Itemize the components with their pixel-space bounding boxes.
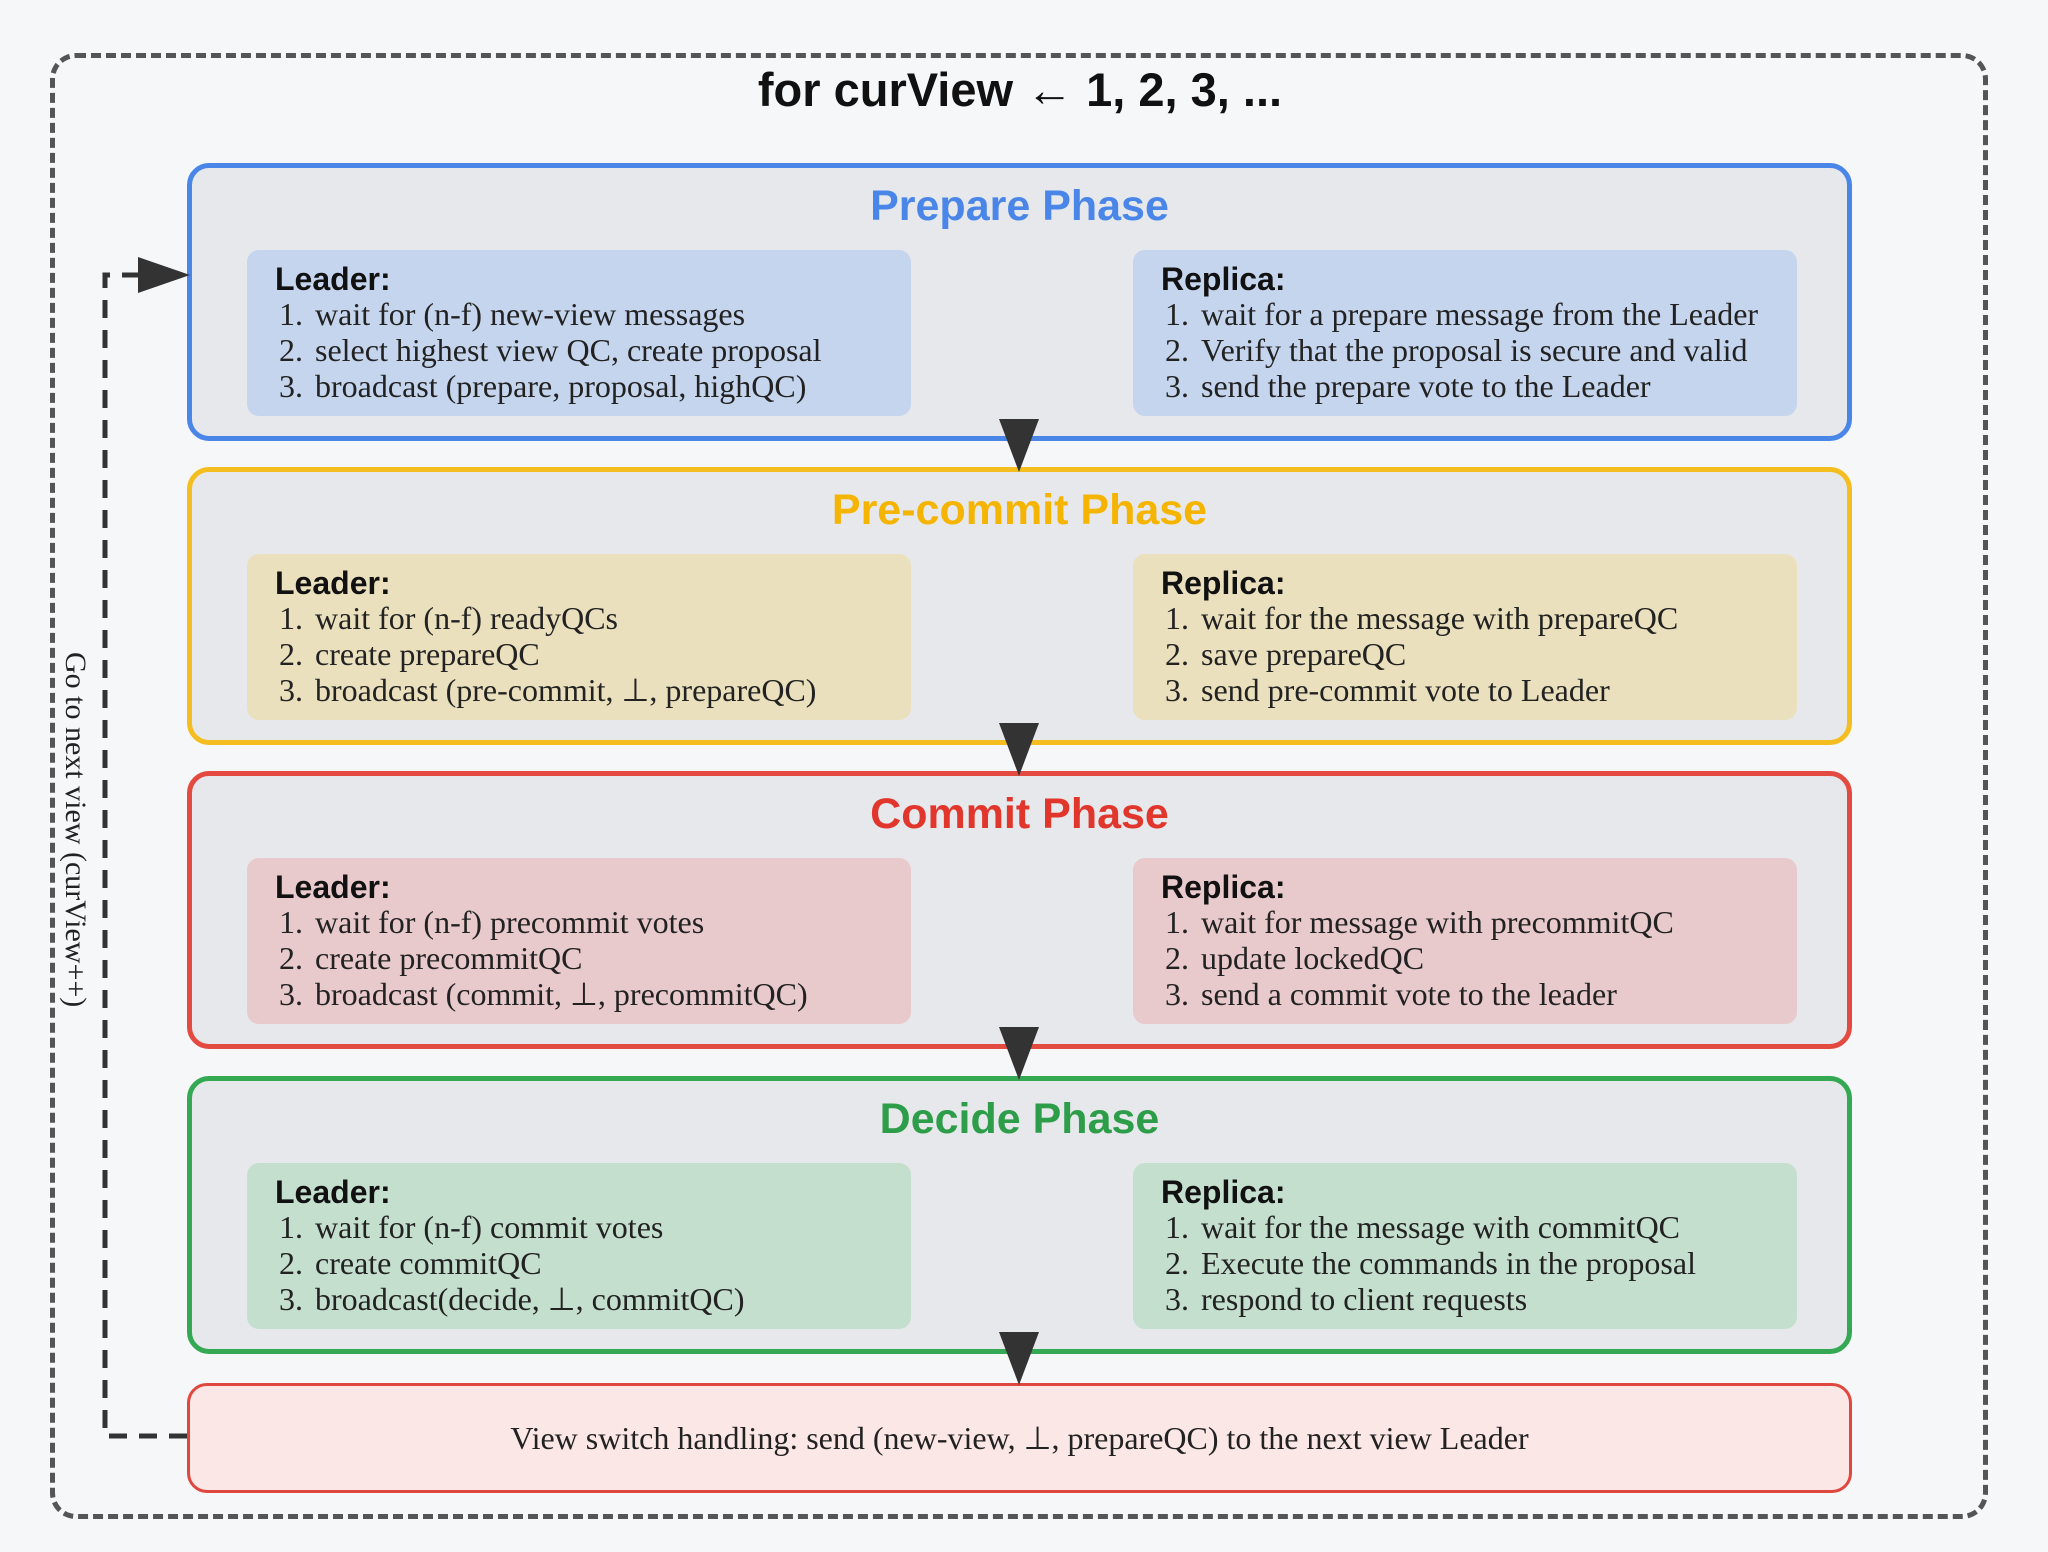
prepare-phase: Prepare Phase Leader: 1.wait for (n-f) n… [187, 163, 1852, 441]
arrow-decide-to-view-switch [999, 1332, 1039, 1385]
step: 3.broadcast(decide, ⊥, commitQC) [279, 1281, 745, 1317]
step: 1.wait for (n-f) precommit votes [279, 904, 705, 940]
commit-phase: Commit Phase Leader: 1.wait for (n-f) pr… [187, 771, 1852, 1049]
replica-title: Replica: [1161, 1174, 1286, 1210]
replica-box: Replica: 1.wait for the message with com… [1133, 1163, 1797, 1329]
leader-title: Leader: [275, 1174, 391, 1210]
step: 3.broadcast (commit, ⊥, precommitQC) [279, 976, 808, 1012]
step: 3.respond to client requests [1165, 1281, 1528, 1317]
phase-title: Prepare Phase [870, 182, 1169, 230]
pre-commit-phase: Pre-commit Phase Leader: 1.wait for (n-f… [187, 467, 1852, 745]
step: 2.Execute the commands in the proposal [1165, 1245, 1696, 1281]
replica-steps: 1.wait for the message with prepareQC 2.… [1161, 600, 1797, 708]
step: 3.broadcast (prepare, proposal, highQC) [279, 368, 807, 404]
step: 2.create precommitQC [279, 940, 583, 976]
leader-title: Leader: [275, 869, 391, 905]
leader-box: Leader: 1.wait for (n-f) readyQCs 2.crea… [247, 554, 911, 720]
phase-title: Commit Phase [870, 790, 1169, 838]
step: 1.wait for (n-f) commit votes [279, 1209, 664, 1245]
leader-box: Leader: 1.wait for (n-f) commit votes 2.… [247, 1163, 911, 1329]
step: 3.broadcast (pre-commit, ⊥, prepareQC) [279, 672, 817, 708]
leader-steps: 1.wait for (n-f) readyQCs 2.create prepa… [275, 600, 911, 708]
step: 1.wait for the message with prepareQC [1165, 600, 1679, 636]
leader-steps: 1.wait for (n-f) commit votes 2.create c… [275, 1209, 911, 1317]
step: 2.create prepareQC [279, 636, 540, 672]
step: 2.update lockedQC [1165, 940, 1425, 976]
replica-box: Replica: 1.wait for message with precomm… [1133, 858, 1797, 1024]
loop-back-dashed-line [102, 272, 187, 1439]
view-switch-box: View switch handling: send (new-view, ⊥,… [187, 1383, 1852, 1493]
step: 1.wait for a prepare message from the Le… [1165, 296, 1759, 332]
replica-box: Replica: 1.wait for the message with pre… [1133, 554, 1797, 720]
view-loop-frame [50, 53, 1988, 1519]
arrow-precommit-to-commit [999, 723, 1039, 776]
step: 1.wait for (n-f) new-view messages [279, 296, 746, 332]
step: 2.save prepareQC [1165, 636, 1407, 672]
phase-title: Decide Phase [879, 1095, 1160, 1143]
arrow-prepare-to-precommit [999, 419, 1039, 472]
step: 2.Verify that the proposal is secure and… [1165, 332, 1748, 368]
next-view-label: Go to next view (curView++) [59, 652, 92, 1008]
step: 3.send a commit vote to the leader [1165, 976, 1617, 1012]
replica-box: Replica: 1.wait for a prepare message fr… [1133, 250, 1797, 416]
leader-box: Leader: 1.wait for (n-f) precommit votes… [247, 858, 911, 1024]
step: 1.wait for (n-f) readyQCs [279, 600, 618, 636]
leader-box: Leader: 1.wait for (n-f) new-view messag… [247, 250, 911, 416]
replica-steps: 1.wait for a prepare message from the Le… [1161, 296, 1797, 404]
step: 3.send the prepare vote to the Leader [1165, 368, 1651, 404]
replica-steps: 1.wait for the message with commitQC 2.E… [1161, 1209, 1797, 1317]
loop-title: for curView ← 1, 2, 3, ... [757, 63, 1283, 116]
leader-title: Leader: [275, 565, 391, 601]
step: 2.create commitQC [279, 1245, 542, 1281]
leader-steps: 1.wait for (n-f) precommit votes 2.creat… [275, 904, 911, 1012]
view-switch-text: View switch handling: send (new-view, ⊥,… [510, 1420, 1529, 1456]
arrow-commit-to-decide [999, 1027, 1039, 1080]
step: 2.select highest view QC, create proposa… [279, 332, 822, 368]
step: 3.send pre-commit vote to Leader [1165, 672, 1610, 708]
leader-title: Leader: [275, 261, 391, 297]
replica-steps: 1.wait for message with precommitQC 2.up… [1161, 904, 1797, 1012]
replica-title: Replica: [1161, 261, 1286, 297]
step: 1.wait for the message with commitQC [1165, 1209, 1681, 1245]
replica-title: Replica: [1161, 869, 1286, 905]
step: 1.wait for message with precommitQC [1165, 904, 1674, 940]
phase-title: Pre-commit Phase [831, 486, 1208, 534]
loop-back-arrowhead [138, 257, 190, 293]
leader-steps: 1.wait for (n-f) new-view messages 2.sel… [275, 296, 911, 404]
replica-title: Replica: [1161, 565, 1286, 601]
